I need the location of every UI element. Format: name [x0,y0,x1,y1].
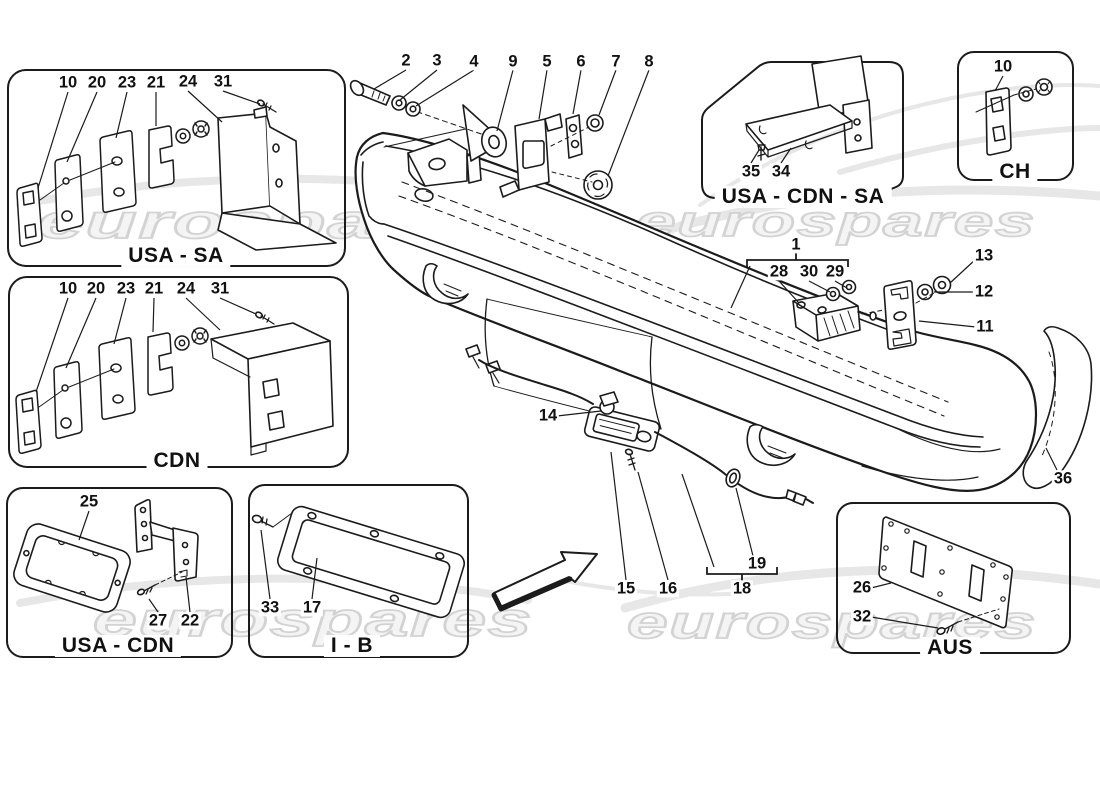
callout-32: 32 [850,607,874,626]
callout-24: 24 [176,72,200,91]
callout-2: 2 [399,51,413,70]
callout-1: 1 [789,235,803,254]
callout-21: 21 [144,73,168,92]
callout-4: 4 [467,52,481,71]
callout-9: 9 [506,52,520,71]
callout-13: 13 [972,246,996,265]
callout-31: 31 [208,279,232,298]
callout-24: 24 [174,279,198,298]
side-mount-assembly [792,275,952,350]
callout-31: 31 [211,72,235,91]
panel-label-i_b: I - B [323,634,381,658]
callout-7: 7 [609,52,623,71]
callout-26: 26 [850,578,874,597]
usa-sa-parts [16,99,337,251]
callout-10: 10 [56,73,80,92]
callout-30: 30 [797,262,821,281]
callout-15: 15 [614,579,638,598]
callout-28: 28 [767,262,791,281]
license-light-harness [465,344,814,506]
callout-19: 19 [745,554,769,573]
callout-20: 20 [84,279,108,298]
callout-11: 11 [974,317,996,336]
part-36-strip [1022,325,1093,489]
callout-18: 18 [730,579,754,598]
exhaust-cutout-left [422,262,469,305]
callout-10: 10 [991,57,1015,76]
cdn-parts [15,311,334,456]
panel-label-cdn: CDN [146,449,208,473]
callout-23: 23 [114,279,138,298]
callout-29: 29 [823,262,847,281]
panel-label-aus: AUS [920,636,980,660]
callout-6: 6 [574,52,588,71]
upper-fastener-assembly [349,79,613,200]
callout-35: 35 [739,162,763,181]
callout-34: 34 [769,162,793,181]
exhaust-cutout-right [746,423,796,466]
usa-cdn-sa-parts [745,55,873,161]
callout-8: 8 [642,52,656,71]
callout-5: 5 [540,52,554,71]
leader-lines [35,69,1058,629]
callout-36: 36 [1051,469,1075,488]
usa-cdn-parts [13,498,199,613]
callout-12: 12 [972,282,996,301]
ch-parts [975,78,1053,156]
callout-27: 27 [146,611,170,630]
callout-10: 10 [56,279,80,298]
callout-20: 20 [85,73,109,92]
i-b-parts [251,505,466,619]
watermark-text: eurospares [636,197,1036,246]
panel-label-usa_cdn_sa: USA - CDN - SA [714,185,892,209]
panel-label-ch: CH [992,160,1038,184]
callout-33: 33 [258,598,282,617]
callout-25: 25 [77,492,101,511]
callout-23: 23 [115,73,139,92]
callout-17: 17 [300,598,324,617]
callout-22: 22 [178,611,202,630]
direction-arrow-icon [491,551,598,612]
panel-label-usa_cdn: USA - CDN [54,634,182,658]
aus-parts [878,516,1013,635]
bumper-drawing [354,104,1093,492]
callout-3: 3 [430,51,444,70]
panel-label-usa_sa: USA - SA [121,244,231,268]
callout-16: 16 [656,579,680,598]
callout-21: 21 [142,279,166,298]
callout-14: 14 [536,406,560,425]
